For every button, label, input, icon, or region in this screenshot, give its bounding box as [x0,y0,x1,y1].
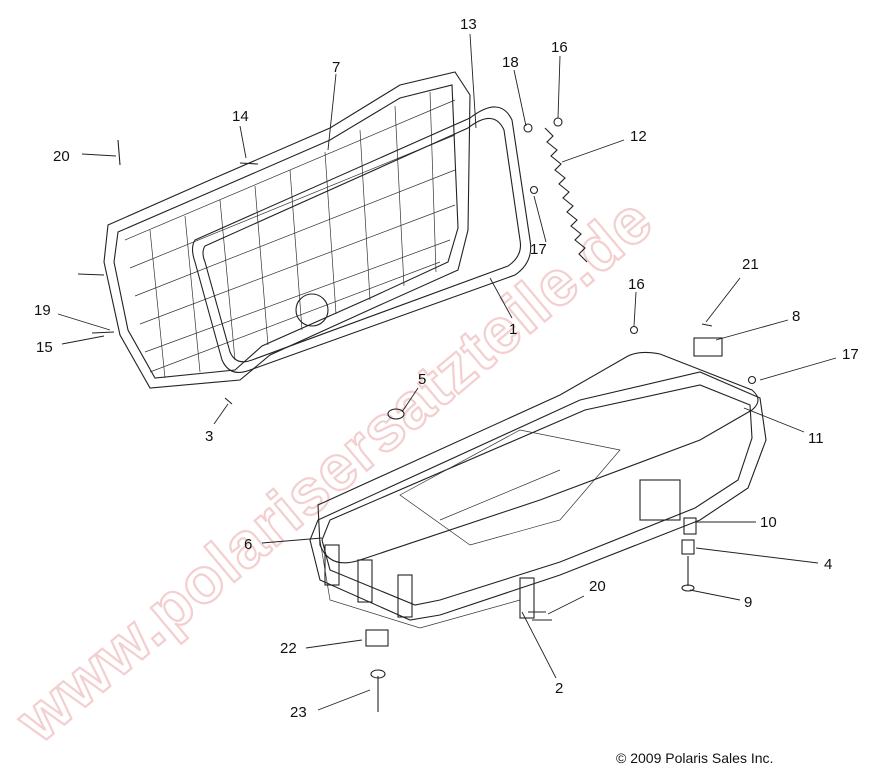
leader-lines [57,33,837,711]
callout-21: 21 [742,256,759,273]
callout-17-mid: 17 [530,241,547,258]
copyright-notice: © 2009 Polaris Sales Inc. [616,750,774,766]
callout-17-right: 17 [842,346,859,363]
callout-labels: 1 2 3 4 5 6 7 8 9 10 11 12 13 14 15 16 1… [34,16,859,721]
callout-7: 7 [332,59,340,76]
callout-5: 5 [418,371,426,388]
callout-16-top: 16 [551,39,568,56]
callout-20-top: 20 [53,148,70,165]
lid-spring [544,127,588,263]
callout-15: 15 [36,339,53,356]
callout-22: 22 [280,640,297,657]
callout-19: 19 [34,302,51,319]
callout-9: 9 [744,594,752,611]
cargo-box-base [309,371,767,629]
callout-20-bottom: 20 [589,578,606,595]
callout-4: 4 [824,556,832,573]
callout-14: 14 [232,108,249,125]
callout-12: 12 [630,128,647,145]
callout-16-mid: 16 [628,276,645,293]
callout-2: 2 [555,680,563,697]
callout-1: 1 [509,321,517,338]
base-seal [317,351,759,564]
callout-23: 23 [290,704,307,721]
watermark-text: www.polarisersatzteile.de [2,183,666,756]
callout-10: 10 [760,514,777,531]
callout-6: 6 [244,536,252,553]
cargo-box-lid [103,71,471,389]
lid-frame-rail [191,106,532,373]
callout-3: 3 [205,428,213,445]
callout-13: 13 [460,16,477,33]
callout-18: 18 [502,54,519,71]
hardware-parts [77,117,757,712]
callout-8: 8 [792,308,800,325]
callout-11: 11 [808,430,824,447]
